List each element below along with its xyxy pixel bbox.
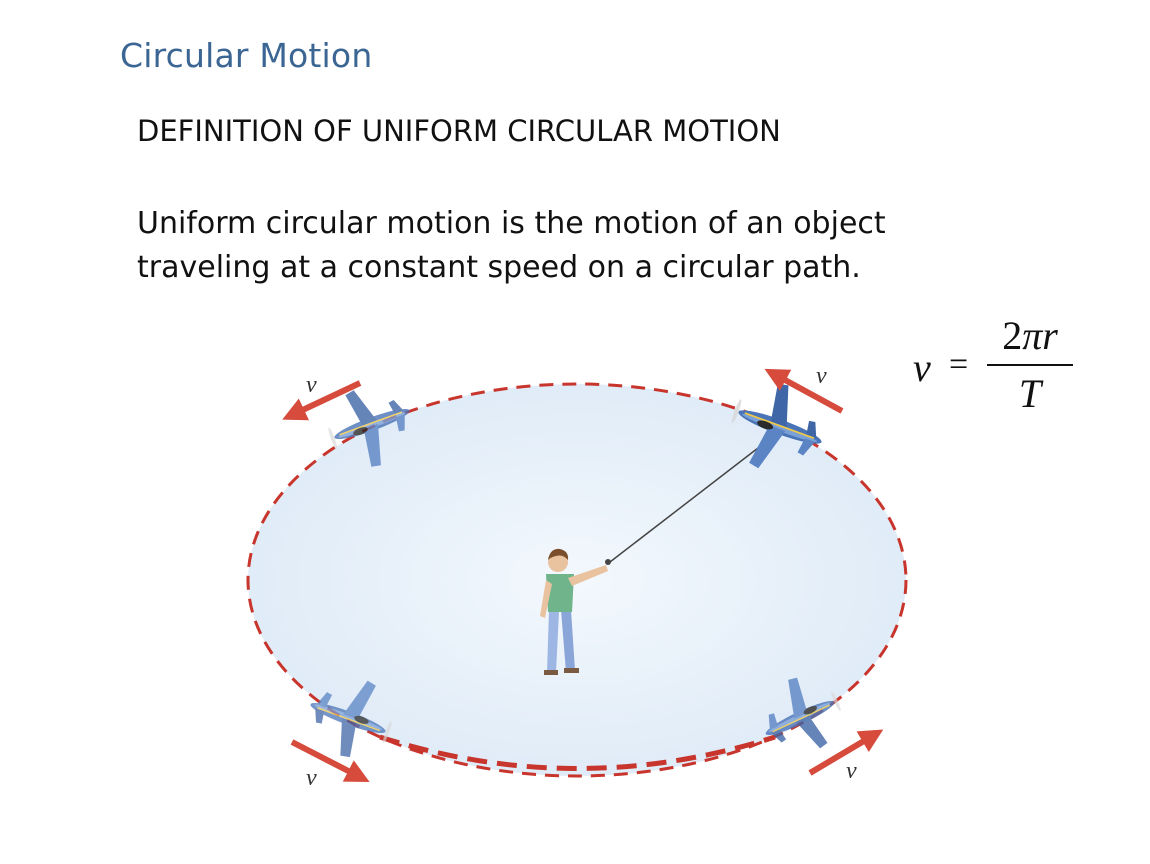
velocity-arrow-bottom-right — [808, 729, 884, 776]
formula-denominator: T — [1018, 371, 1042, 416]
formula-speed-symbol: v — [913, 345, 931, 390]
formula-coefficient: 2 — [1002, 313, 1023, 358]
velocity-arrow-bottom-left — [290, 739, 370, 782]
velocity-label-bottom-right: v — [846, 758, 857, 784]
velocity-arrow-top-right — [764, 368, 844, 414]
definition-line-1: Uniform circular motion is the motion of… — [137, 206, 886, 241]
definition-body: Uniform circular motion is the motion of… — [137, 202, 957, 290]
formula-pi-r: πr — [1022, 313, 1058, 358]
velocity-label-top-left: v — [306, 372, 317, 398]
velocity-label-bottom-left: v — [306, 765, 317, 791]
definition-heading: DEFINITION OF UNIFORM CIRCULAR MOTION — [137, 114, 781, 148]
circular-path-front — [379, 734, 776, 771]
velocity-arrow-top-left — [282, 380, 362, 421]
formula-numerator: 2πr — [987, 312, 1073, 359]
speed-formula: v = 2πr T — [905, 308, 1085, 428]
slide-title: Circular Motion — [120, 36, 373, 75]
definition-line-2: traveling at a constant speed on a circu… — [137, 250, 861, 285]
velocity-label-top-right: v — [816, 363, 827, 389]
formula-equals-sign: = — [949, 346, 969, 383]
person-figure — [540, 548, 611, 675]
control-line — [609, 447, 759, 563]
circular-path — [246, 382, 908, 778]
formula-fraction-bar — [987, 364, 1073, 366]
